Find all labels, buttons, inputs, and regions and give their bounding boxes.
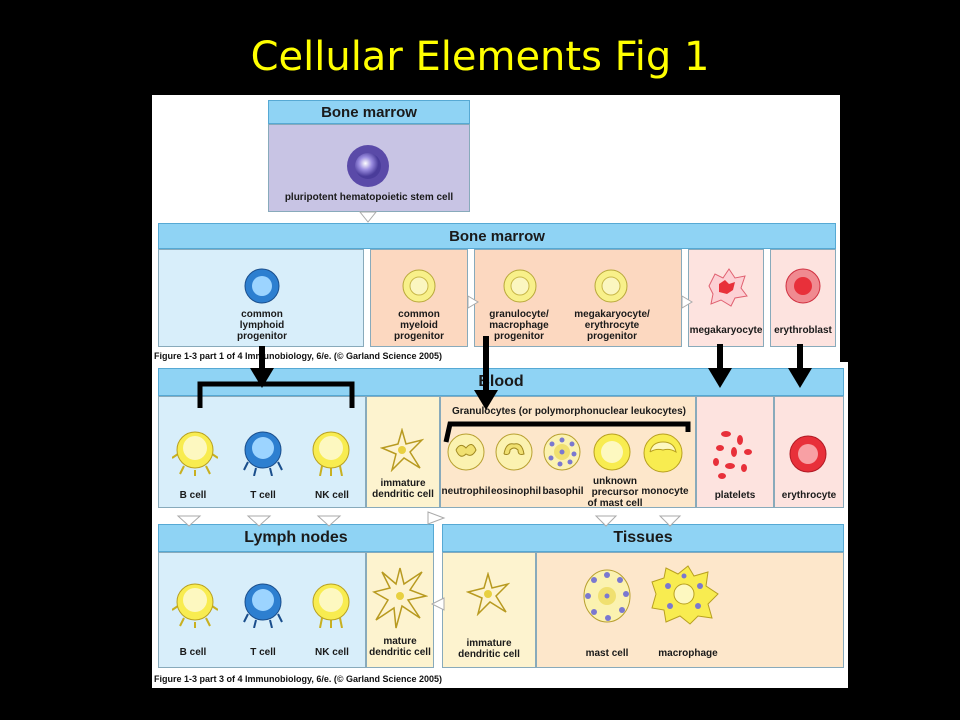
lymph-t-cell-label: T cell [250, 647, 276, 658]
tissue-dendritic-icon [465, 571, 511, 621]
granulocytes-heading: Granulocytes (or polymorphonuclear leuko… [452, 406, 686, 417]
figure-flow-arrows-bottom [176, 511, 682, 611]
monocyte-label: monocyte [641, 486, 689, 497]
erythroblast-icon [784, 267, 822, 310]
blood-dendritic-icon [379, 427, 425, 477]
blood-nk-cell-label: NK cell [315, 490, 349, 501]
lymph-nk-cell-icon [308, 580, 354, 633]
bottom-figure: Blood Granulocytes (or polymorphonuclear… [152, 362, 848, 688]
top-figure: Bone marrow pluripotent hematopoietic st… [152, 95, 840, 363]
basophil-icon [542, 432, 582, 477]
basophil-label: basophil [542, 486, 584, 497]
mast-cell-icon [582, 568, 632, 629]
me-progenitor-icon [593, 268, 629, 309]
gm-me-progenitor-box [474, 249, 682, 347]
neutrophil-icon [446, 432, 486, 477]
myeloid-progenitor-icon [401, 268, 437, 309]
gm-progenitor-icon [502, 268, 538, 309]
annotation-brackets [197, 381, 691, 443]
top-figure-caption: Figure 1-3 part 1 of 4 Immunobiology, 6/… [154, 351, 443, 361]
tissue-dendritic-box [442, 552, 536, 668]
platelets-label: platelets [714, 490, 756, 501]
mature-dendritic-label: mature dendritic cell [369, 636, 431, 658]
lymphoid-progenitor-label: common lymphoid progenitor [237, 309, 287, 342]
mast-precursor-icon [592, 432, 632, 477]
stem-cell-icon [345, 143, 391, 194]
blood-b-cell-label: B cell [179, 490, 207, 501]
me-progenitor-label: megakaryocyte/ erythrocyte progenitor [574, 309, 650, 342]
tissues-header: Tissues [442, 524, 844, 552]
lymph-b-cell-label: B cell [179, 647, 207, 658]
macrophage-icon [648, 564, 720, 631]
monocyte-icon [642, 432, 684, 479]
neutrophil-label: neutrophil [441, 486, 491, 497]
lymph-nodes-header: Lymph nodes [158, 524, 434, 552]
blood-t-cell-label: T cell [250, 490, 276, 501]
erythrocyte-label: erythrocyte [781, 490, 837, 501]
blood-b-cell-icon [171, 428, 219, 481]
mast-precursor-label: unknown precursor of mast cell [587, 476, 643, 509]
lymphoid-progenitor-icon [243, 267, 281, 310]
eosinophil-icon [494, 432, 534, 477]
lymph-b-cell-icon [171, 580, 219, 633]
figure-flow-arrows-top [358, 211, 693, 309]
annotation-arrows [250, 336, 812, 410]
gm-progenitor-label: granulocyte/ macrophage progenitor [489, 309, 549, 342]
lymph-t-cell-icon [240, 580, 286, 633]
mast-cell-label: mast cell [585, 648, 629, 659]
megakaryocyte-icon [703, 266, 749, 313]
myeloid-progenitor-label: common myeloid progenitor [394, 309, 444, 342]
bottom-figure-caption: Figure 1-3 part 3 of 4 Immunobiology, 6/… [154, 674, 443, 684]
tissue-dendritic-label: immature dendritic cell [458, 638, 520, 660]
erythrocyte-icon [788, 434, 828, 479]
blood-t-cell-icon [240, 428, 286, 481]
lymph-nk-cell-label: NK cell [315, 647, 349, 658]
mature-dendritic-icon [372, 566, 429, 635]
platelets-icon [708, 428, 760, 485]
blood-nk-cell-icon [308, 428, 354, 481]
bone-marrow-header: Bone marrow [268, 100, 470, 124]
stem-cell-label: pluripotent hematopoietic stem cell [284, 192, 454, 203]
megakaryocyte-label: megakaryocyte [689, 325, 763, 336]
slide-title: Cellular Elements Fig 1 [250, 34, 710, 80]
eosinophil-label: eosinophil [491, 486, 541, 497]
bone-marrow-header-2: Bone marrow [158, 223, 836, 249]
blood-dendritic-label: immature dendritic cell [372, 478, 434, 500]
macrophage-label: macrophage [658, 648, 718, 659]
erythroblast-label: erythroblast [774, 325, 832, 336]
